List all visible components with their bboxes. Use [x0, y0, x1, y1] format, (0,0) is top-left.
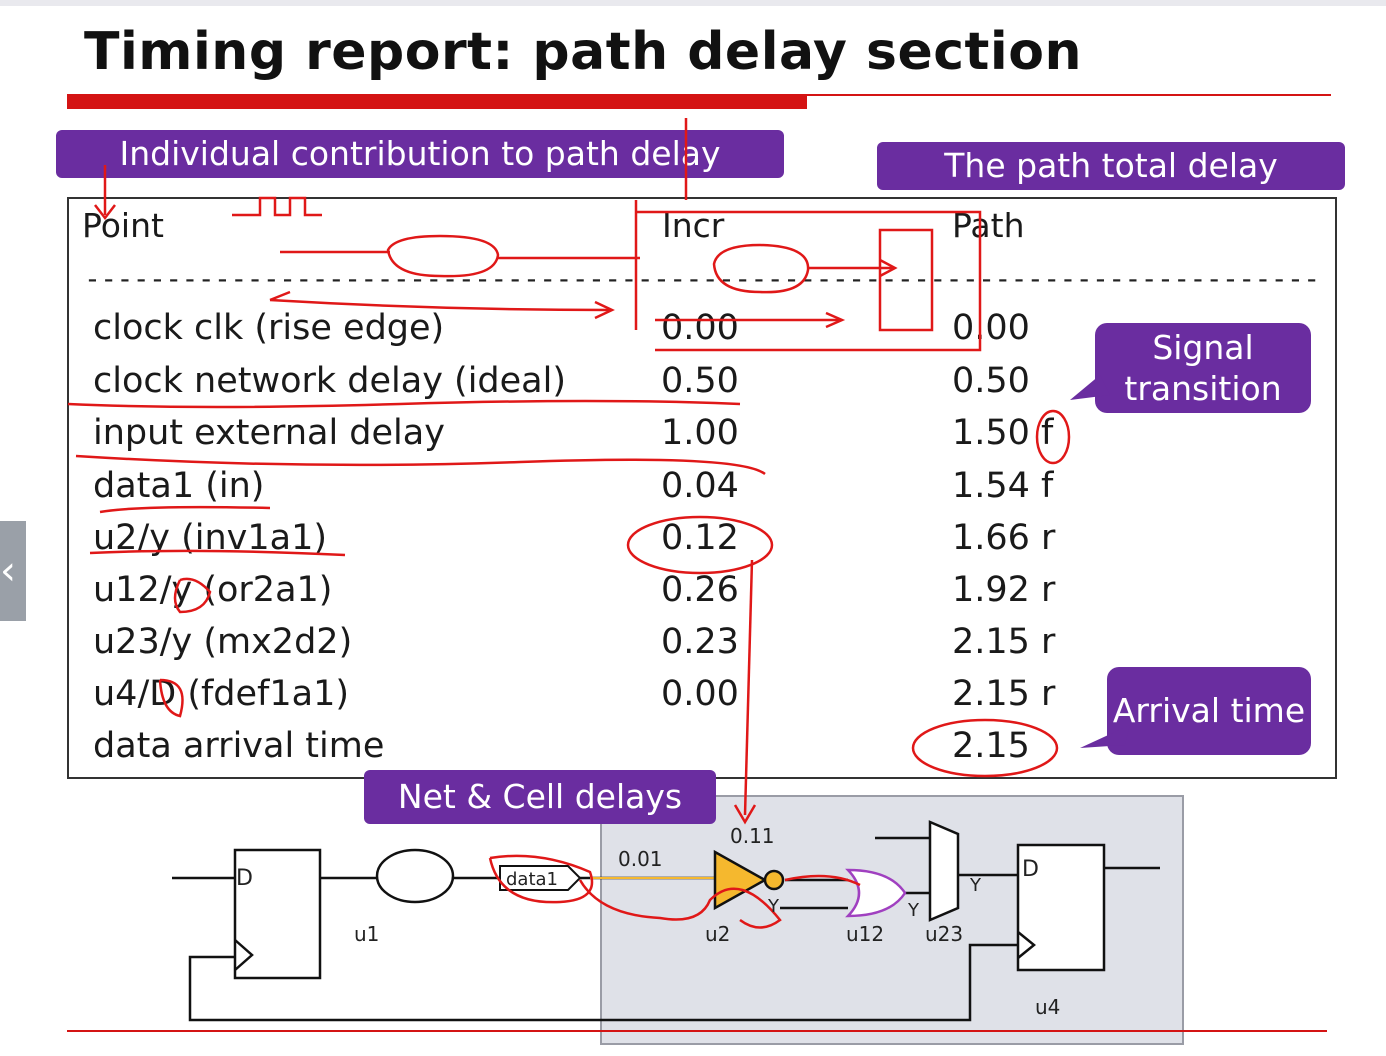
report-row: clock network delay (ideal) 0.50 0.50	[0, 361, 1386, 413]
u12-y-pin: Y	[907, 900, 920, 921]
report-row: u4/D (fdef1a1) 0.00 2.15 r	[0, 674, 1386, 726]
u2-y-pin: Y	[767, 896, 780, 917]
row-point: u4/D (fdef1a1)	[93, 674, 350, 714]
u2-inverter	[713, 849, 768, 911]
row-path: 1.92 r	[952, 570, 1056, 610]
report-row: input external delay 1.00 1.50 f	[0, 413, 1386, 465]
header-separator: ----------------------------------------…	[84, 262, 1320, 295]
cell-delay-label: 0.11	[730, 824, 775, 848]
u4-label: u4	[1035, 995, 1060, 1019]
row-point: u12/y (or2a1)	[93, 570, 333, 610]
row-point: u23/y (mx2d2)	[93, 622, 353, 662]
bottom-rule	[67, 1030, 1327, 1032]
callout-signal-transition: Signal transition	[1095, 323, 1311, 413]
row-path: 1.66 r	[952, 518, 1056, 558]
row-incr: 0.23	[661, 622, 739, 662]
hand-annotations	[67, 118, 1071, 929]
u2-label: u2	[705, 922, 730, 946]
prev-slide-button[interactable]: ‹	[0, 521, 26, 621]
row-path: 2.15 r	[952, 674, 1056, 714]
row-incr: 0.04	[661, 466, 739, 506]
row-incr: 0.50	[661, 361, 739, 401]
signal-callout-pointer	[1070, 375, 1110, 400]
row-path: 0.00	[952, 308, 1030, 348]
u1-block	[375, 848, 455, 904]
net-delay-label: 0.01	[618, 847, 663, 871]
flipflop-u4	[1016, 843, 1106, 972]
data1-label: data1	[506, 869, 558, 890]
u23-mux	[928, 820, 960, 922]
ff1-d-pin: D	[236, 866, 253, 891]
u12-label: u12	[846, 922, 884, 946]
row-point: clock network delay (ideal)	[93, 361, 566, 401]
row-point: data arrival time	[93, 726, 385, 766]
u12-or-gate	[845, 868, 907, 918]
callout-arrival-time: Arrival time	[1107, 667, 1311, 755]
report-row: clock clk (rise edge) 0.00 0.00	[0, 308, 1386, 360]
clock-pin-icon	[234, 939, 254, 971]
u23-y-pin: Y	[969, 875, 982, 896]
row-path: 2.15	[952, 726, 1030, 766]
row-incr: 0.00	[661, 674, 739, 714]
row-point: clock clk (rise edge)	[93, 308, 445, 348]
row-path: 1.54 f	[952, 466, 1054, 506]
callout-path-total: The path total delay	[877, 142, 1345, 190]
report-row: data1 (in) 0.04 1.54 f	[0, 466, 1386, 518]
row-incr: 0.26	[661, 570, 739, 610]
row-incr: 1.00	[661, 413, 739, 453]
header-point: Point	[82, 206, 164, 245]
row-path: 0.50	[952, 361, 1030, 401]
u1-label: u1	[354, 922, 379, 946]
u4-d-pin: D	[1022, 857, 1039, 882]
row-incr: 0.12	[661, 518, 739, 558]
row-path: 2.15 r	[952, 622, 1056, 662]
top-strip	[0, 0, 1386, 6]
row-incr: 0.00	[661, 308, 739, 348]
data1-port	[499, 865, 582, 891]
arrival-callout-pointer	[1080, 725, 1130, 748]
callout-net-cell-delays: Net & Cell delays	[364, 770, 716, 824]
row-point: input external delay	[93, 413, 445, 453]
row-point: data1 (in)	[93, 466, 265, 506]
u4-clock-pin-icon	[1017, 931, 1036, 959]
report-row: u23/y (mx2d2) 0.23 2.15 r	[0, 622, 1386, 674]
title-underline-thin	[807, 94, 1331, 96]
callout-individual-contribution: Individual contribution to path delay	[56, 130, 784, 178]
report-row: u12/y (or2a1) 0.26 1.92 r	[0, 570, 1386, 622]
u2-inverter-bubble	[763, 869, 785, 891]
title-underline	[67, 94, 807, 109]
u23-label: u23	[925, 922, 963, 946]
report-row: data arrival time 2.15	[0, 726, 1386, 778]
slide-title: Timing report: path delay section	[84, 22, 1082, 82]
chevron-left-icon: ‹	[0, 548, 16, 594]
